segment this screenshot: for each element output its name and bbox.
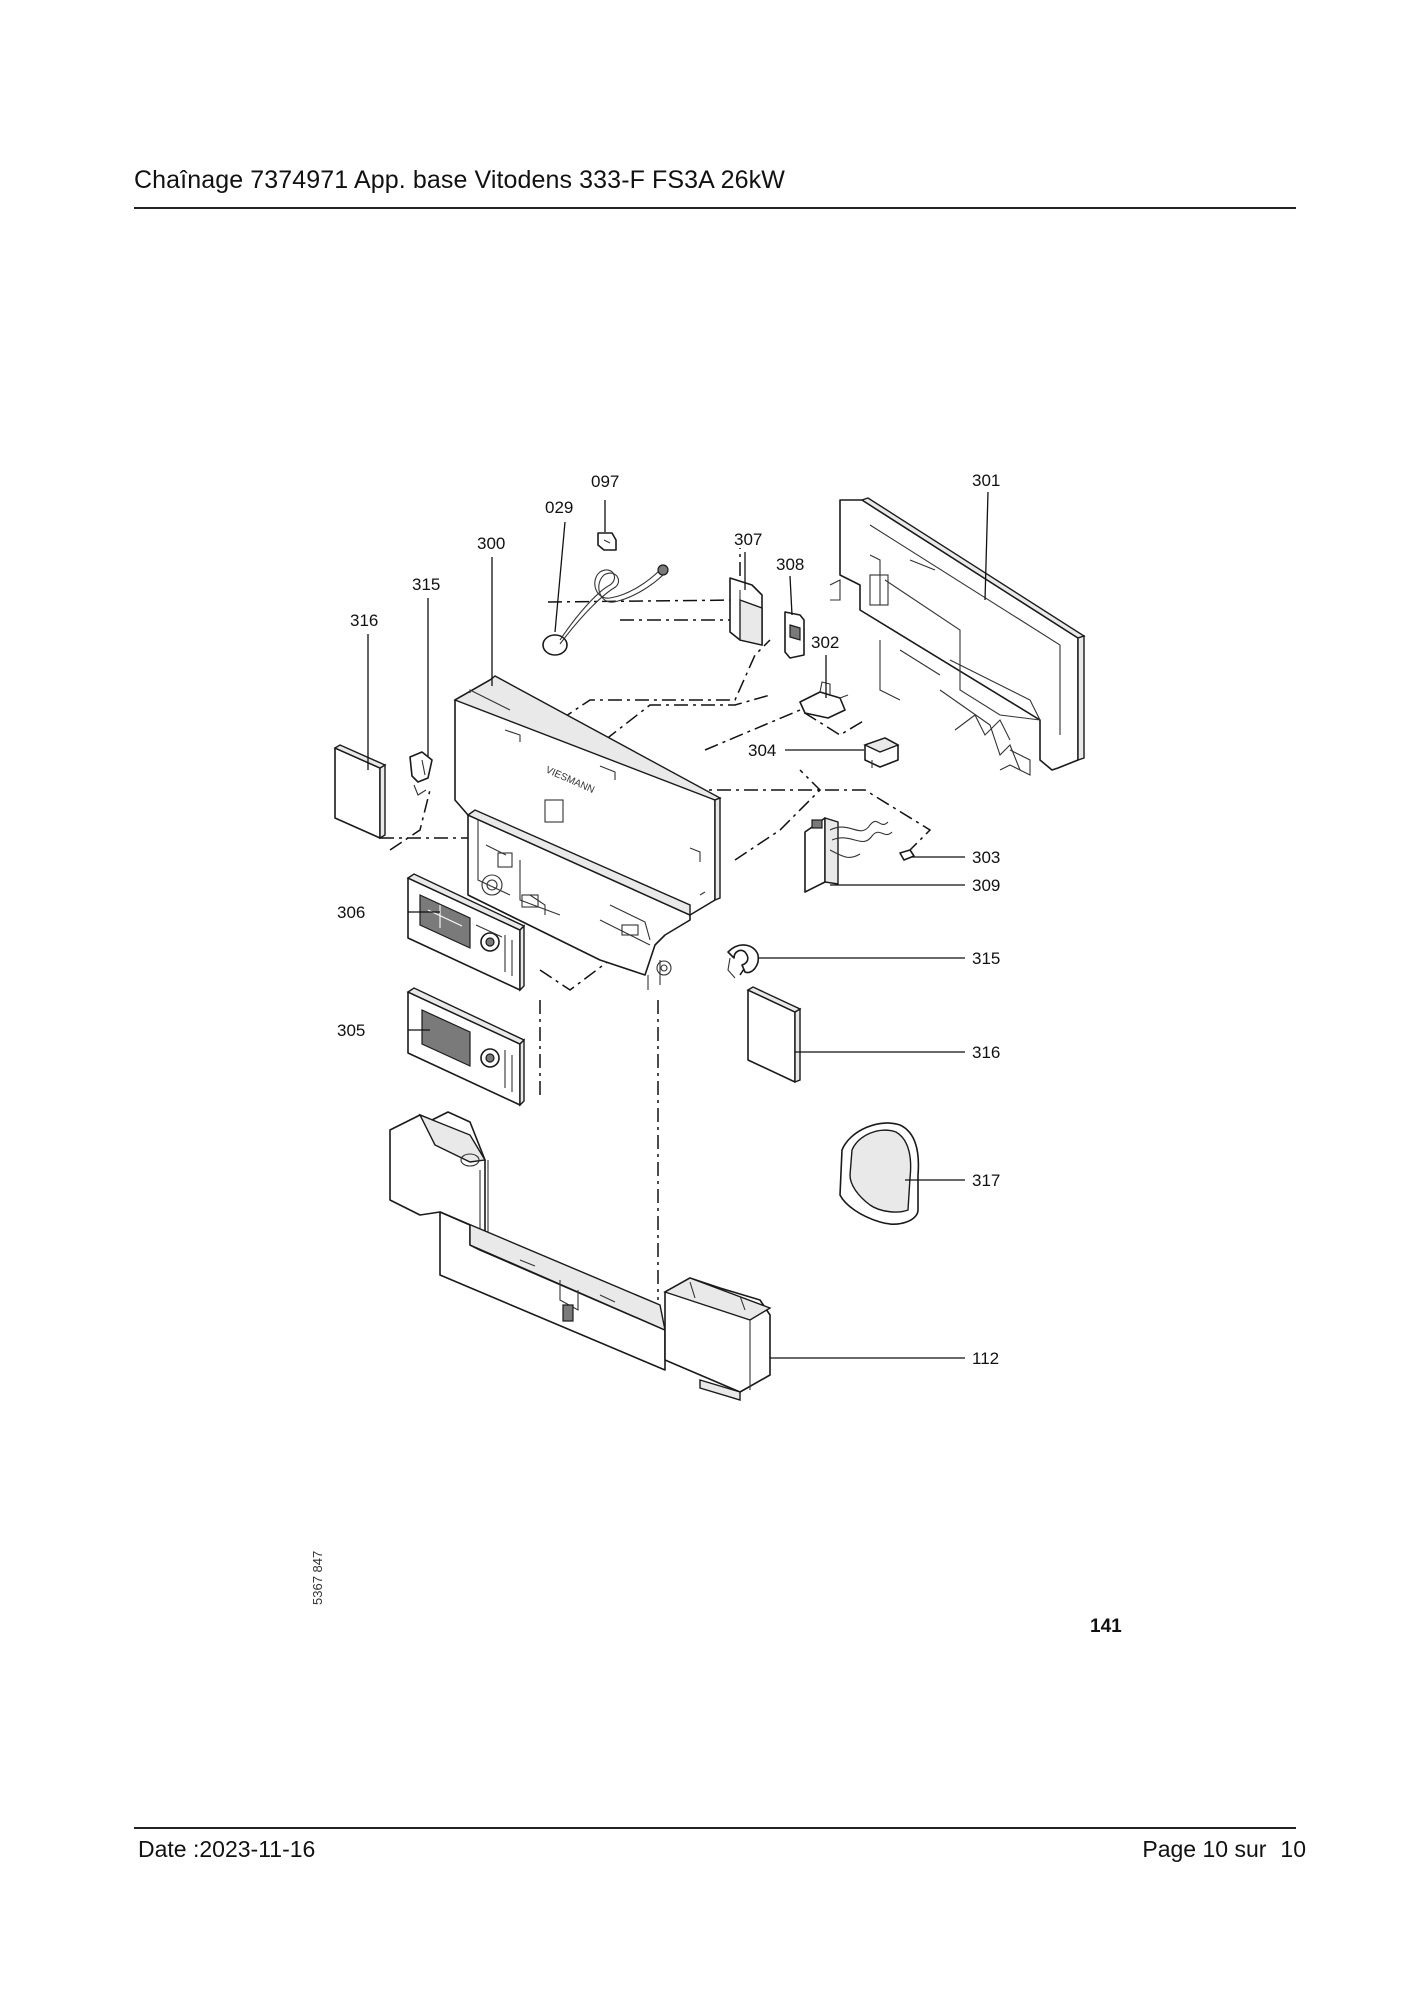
assembly-lines [380, 548, 932, 1300]
part-304-plug [863, 737, 900, 768]
part-315-clip-right [727, 944, 760, 979]
page-indicator: Page 10 sur 10 [1142, 1836, 1306, 1863]
callout-112: 112 [972, 1349, 999, 1368]
drawing-reference-code: 5367 847 [310, 1551, 325, 1605]
callout-315-right: 315 [972, 949, 1000, 968]
callout-301: 301 [972, 471, 1000, 490]
part-303-connector [899, 849, 915, 861]
callout-300: 300 [477, 534, 505, 553]
page-label: Page 10 sur [1142, 1836, 1267, 1862]
leader-lines [367, 491, 989, 1359]
part-029-cable [542, 564, 669, 656]
part-112-base-frame [389, 1111, 772, 1401]
footer-divider [134, 1827, 1296, 1829]
callout-302: 302 [811, 633, 839, 652]
callout-316-top: 316 [350, 611, 378, 630]
part-308-module [784, 611, 805, 659]
part-305-display-unit [406, 987, 526, 1107]
callout-317: 317 [972, 1171, 1000, 1190]
exploded-parts-diagram: VIESMANN [310, 471, 1122, 1637]
callout-315-top: 315 [412, 575, 440, 594]
part-300-lower-section [466, 809, 691, 990]
figure-number: 141 [1090, 1616, 1122, 1637]
part-316-cover-right [746, 986, 802, 1084]
part-097-clip [597, 532, 617, 551]
callout-097: 097 [591, 472, 619, 491]
callout-305: 305 [337, 1021, 365, 1040]
page-total: 10 [1280, 1836, 1306, 1862]
callout-316-right: 316 [972, 1043, 1000, 1062]
part-316-cover-left [333, 744, 387, 840]
part-306-display-unit [406, 873, 526, 992]
callout-304: 304 [748, 741, 776, 760]
callout-029: 029 [545, 498, 573, 517]
callout-307: 307 [734, 530, 762, 549]
callout-308: 308 [776, 555, 804, 574]
page-title: Chaînage 7374971 App. base Vitodens 333-… [134, 166, 785, 194]
callout-303: 303 [972, 848, 1000, 867]
footer-date: Date :2023-11-16 [138, 1836, 316, 1862]
part-309-board [804, 817, 893, 893]
part-307-module [729, 577, 763, 646]
part-301-rear-frame [829, 497, 1086, 776]
part-302-connector [799, 681, 849, 719]
part-300-control-box: VIESMANN [453, 675, 722, 916]
callout-309: 309 [972, 876, 1000, 895]
header-divider [134, 207, 1296, 209]
callout-306: 306 [337, 903, 365, 922]
part-315-clip-top [409, 751, 433, 796]
part-317-round-cover [839, 1122, 920, 1225]
callout-labels: 097 029 300 315 316 307 308 302 301 304 … [337, 471, 1000, 1368]
